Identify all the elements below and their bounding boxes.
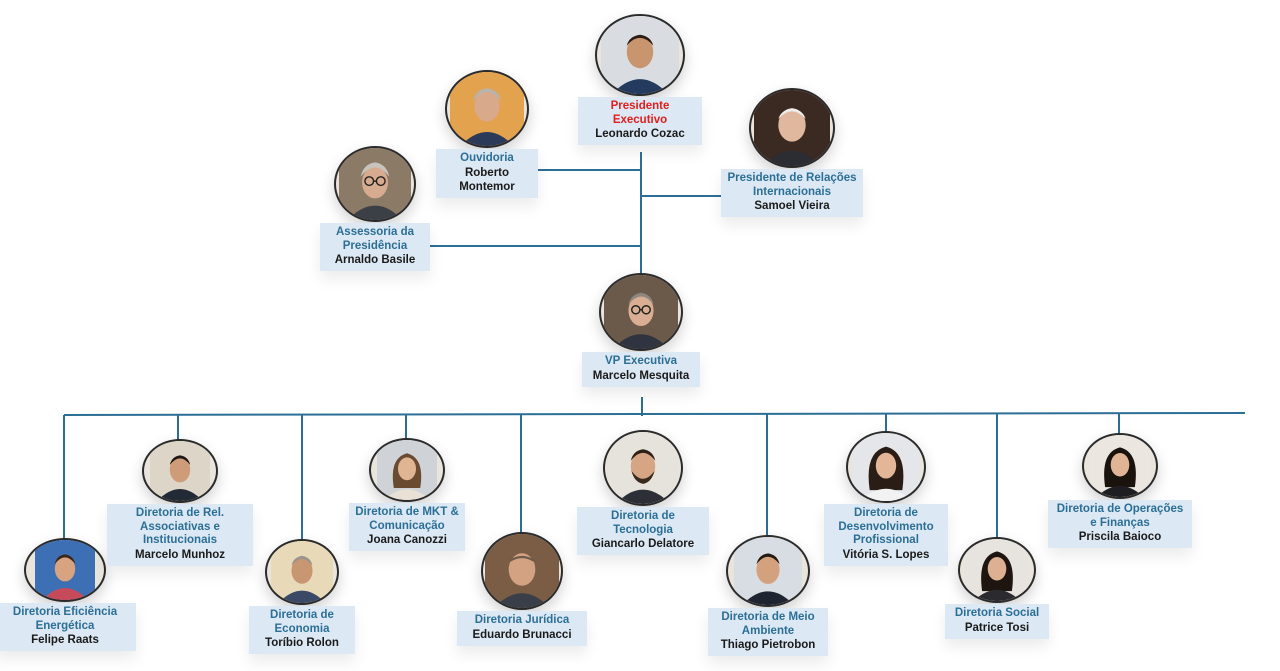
role-title: Diretoria Social	[954, 607, 1040, 619]
person-name: Thiago Pietrobon	[720, 639, 816, 651]
org-node-diretoria-economia: Diretoria de Economia Toríbio Rolon	[249, 539, 355, 654]
person-name: Priscila Baioco	[1078, 531, 1162, 543]
org-node-diretoria-meio-ambiente: Diretoria de Meio Ambiente Thiago Pietro…	[708, 535, 828, 656]
person-name: Felipe Raats	[31, 634, 99, 646]
org-node-vp-executiva: VP Executiva Marcelo Mesquita	[582, 273, 700, 387]
person-name: Arnaldo Basile	[334, 254, 416, 266]
portrait-woman-dark-hair-icon	[1082, 433, 1158, 499]
portrait-woman-brown-hair-icon	[369, 438, 445, 502]
org-node-diretoria-desenvolvimento-profissional: Diretoria de Desenvolvimento Profissiona…	[824, 431, 948, 566]
portrait-woman-dark-hair-icon	[846, 431, 926, 503]
portrait-man-gray-hair-icon	[265, 539, 339, 605]
role-title: Diretoria de MKT & Comunicação	[355, 506, 459, 532]
org-node-diretoria-operacoes-financas: Diretoria de Operações e Finanças Prisci…	[1048, 433, 1192, 548]
person-name: Roberto Montemor	[459, 166, 515, 193]
org-node-label: Diretoria de MKT & Comunicação Joana Can…	[349, 503, 465, 551]
org-node-label: Diretoria de Rel. Associativas e Institu…	[107, 504, 253, 566]
person-name: Leonardo Cozac	[595, 128, 685, 140]
org-node-diretoria-social: Diretoria Social Patrice Tosi	[945, 537, 1049, 639]
role-title: Diretoria de Tecnologia	[611, 510, 675, 536]
org-node-label: VP Executiva Marcelo Mesquita	[582, 352, 700, 387]
role-title: Diretoria de Meio Ambiente	[721, 611, 815, 637]
role-title: Diretoria de Economia	[270, 609, 334, 635]
person-name: Samoel Vieira	[754, 200, 830, 212]
org-node-presidente-executivo: Presidente Executivo Leonardo Cozac	[578, 14, 702, 145]
role-title: Ouvidoria	[460, 152, 514, 164]
role-title: Assessoria da Presidência	[336, 226, 414, 252]
org-node-label: Diretoria de Meio Ambiente Thiago Pietro…	[708, 608, 828, 656]
portrait-man-glasses-icon	[334, 146, 416, 222]
org-node-label: Diretoria Social Patrice Tosi	[945, 604, 1049, 639]
org-node-ouvidoria: Ouvidoria Roberto Montemor	[436, 70, 538, 198]
role-title: Diretoria de Operações e Finanças	[1056, 503, 1184, 529]
person-name: Patrice Tosi	[964, 621, 1030, 634]
role-title: Diretoria Jurídica	[474, 614, 570, 626]
portrait-man-white-hair-icon	[749, 88, 835, 168]
role-title: Presidente Executivo	[610, 100, 670, 126]
org-node-diretoria-rel-associativas: Diretoria de Rel. Associativas e Institu…	[107, 439, 253, 566]
org-node-label: Diretoria de Desenvolvimento Profissiona…	[824, 504, 948, 566]
portrait-man-dark-hair-icon	[142, 439, 218, 503]
org-node-label: Diretoria Jurídica Eduardo Brunacci	[457, 611, 587, 646]
portrait-man-bald-icon	[481, 532, 563, 610]
portrait-man-dark-hair-icon	[726, 535, 810, 607]
person-name: Marcelo Mesquita	[592, 369, 690, 382]
person-name: Toríbio Rolon	[265, 637, 339, 649]
person-name: Giancarlo Delatore	[591, 538, 695, 550]
role-title: Presidente de Relações Internacionais	[727, 172, 857, 198]
org-node-diretoria-eficiencia-energetica: Diretoria Eficiência Energética Felipe R…	[0, 538, 136, 651]
org-node-diretoria-tecnologia: Diretoria de Tecnologia Giancarlo Delato…	[577, 430, 709, 555]
role-title: Diretoria de Desenvolvimento Profissiona…	[838, 507, 934, 546]
role-title: Diretoria de Rel. Associativas e Institu…	[135, 507, 225, 546]
org-node-label: Diretoria de Operações e Finanças Prisci…	[1048, 500, 1192, 548]
org-node-relacoes-internacionais: Presidente de Relações Internacionais Sa…	[721, 88, 863, 217]
org-node-assessoria-presidencia: Assessoria da Presidência Arnaldo Basile	[320, 146, 430, 271]
portrait-man-gray-hair-icon	[445, 70, 529, 148]
org-node-diretoria-juridica: Diretoria Jurídica Eduardo Brunacci	[457, 532, 587, 646]
role-title: Diretoria Eficiência Energética	[12, 606, 118, 632]
org-node-label: Diretoria de Economia Toríbio Rolon	[249, 606, 355, 654]
org-node-label: Ouvidoria Roberto Montemor	[436, 149, 538, 198]
org-node-diretoria-mkt-comunicacao: Diretoria de MKT & Comunicação Joana Can…	[349, 438, 465, 551]
portrait-man-beard-icon	[603, 430, 683, 506]
person-name: Eduardo Brunacci	[472, 628, 572, 641]
portrait-man-dark-hair-icon	[595, 14, 685, 96]
portrait-young-man-icon	[24, 538, 106, 602]
portrait-woman-dark-hair-icon	[958, 537, 1036, 603]
person-name: Marcelo Munhoz	[134, 548, 226, 561]
org-node-label: Presidente de Relações Internacionais Sa…	[721, 169, 863, 217]
org-node-label: Diretoria de Tecnologia Giancarlo Delato…	[577, 507, 709, 555]
org-node-label: Presidente Executivo Leonardo Cozac	[578, 97, 702, 145]
org-node-label: Assessoria da Presidência Arnaldo Basile	[320, 223, 430, 271]
org-node-label: Diretoria Eficiência Energética Felipe R…	[0, 603, 136, 651]
role-title: VP Executiva	[604, 355, 678, 367]
portrait-man-glasses-icon	[599, 273, 683, 351]
person-name: Vitória S. Lopes	[842, 548, 930, 561]
person-name: Joana Canozzi	[367, 534, 447, 546]
